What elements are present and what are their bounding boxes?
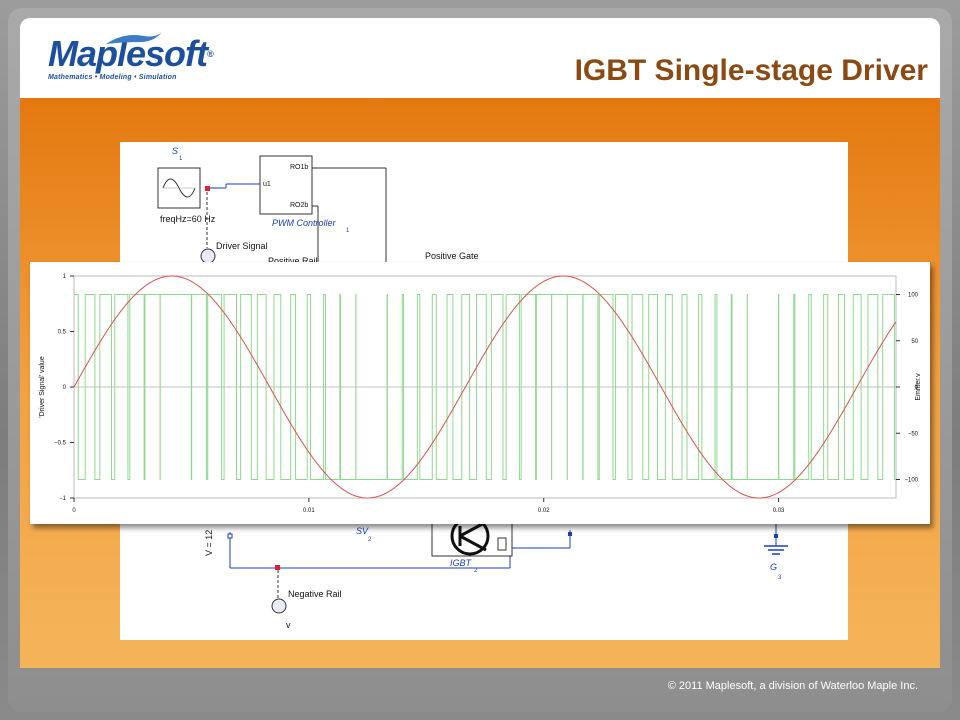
left-tick-label: 0.5 xyxy=(58,330,67,336)
negative-rail-unit: v xyxy=(286,620,291,630)
ground-name: G xyxy=(770,562,777,572)
positive-rail-label: Positive Rail xyxy=(268,256,318,266)
right-tick-label: 0 xyxy=(915,385,919,391)
right-tick-label: 100 xyxy=(908,293,919,299)
left-axis-label: 'Driver Signal' value xyxy=(39,356,46,418)
left-tick-label: 1 xyxy=(63,274,67,280)
signal-plot: 0 0.01 0.02 0.03 −1 −0.5 0 0.5 1 −100 −50 0 50 100 'D… xyxy=(39,274,922,514)
igbt-name: IGBT xyxy=(450,558,473,568)
ground-sub: 3 xyxy=(778,575,782,581)
pwm-out2-label: RO2b xyxy=(290,202,308,209)
maple-leaf-icon xyxy=(106,32,162,44)
driver-signal-probe[interactable] xyxy=(200,248,216,264)
left-tick-label: −1 xyxy=(59,496,67,502)
page-title: IGBT Single-stage Driver xyxy=(574,54,928,87)
positive-gate-label: Positive Gate xyxy=(425,251,479,261)
left-tick-label: 0 xyxy=(63,385,67,391)
pwm-sub: 1 xyxy=(346,228,350,234)
logo-tagline: Mathematics • Modeling • Simulation xyxy=(48,74,177,81)
right-tick-label: −100 xyxy=(904,478,918,484)
igbt-sub: 2 xyxy=(474,568,478,574)
source-param: freqHz=60 Hz xyxy=(160,214,216,224)
negative-rail-label: Negative Rail xyxy=(288,589,342,599)
series-sine-line xyxy=(73,275,897,499)
slide-header xyxy=(20,18,940,98)
pwm-out1-label: RO1b xyxy=(290,164,308,171)
pwm-input-label: u1 xyxy=(263,181,271,188)
pwm-name: PWM Controller xyxy=(272,218,337,228)
driver-signal-label: Driver Signal xyxy=(216,241,268,251)
voltage-source-name: SV xyxy=(356,526,369,536)
x-tick-label: 0.03 xyxy=(773,508,785,514)
series-pwm-line xyxy=(74,294,896,480)
negative-rail-probe[interactable] xyxy=(271,598,287,614)
right-axis-label: Emitter.v xyxy=(915,373,922,401)
voltage-source-value: V = 12 xyxy=(204,530,214,556)
source-name: S xyxy=(172,146,178,156)
source-sub: 1 xyxy=(179,156,183,162)
voltage-source-sub: 2 xyxy=(368,537,372,543)
right-tick-label: 50 xyxy=(911,339,918,345)
copyright-footer: © 2011 Maplesoft, a division of Waterloo… xyxy=(667,680,918,692)
right-tick-label: −50 xyxy=(908,431,919,437)
source-port xyxy=(205,186,210,191)
x-tick-label: 0.01 xyxy=(303,508,315,514)
left-tick-label: −0.5 xyxy=(54,441,67,447)
plot-card: 0 0.01 0.02 0.03 −1 −0.5 0 0.5 1 −100 −50 0 50 100 'D… xyxy=(30,262,930,524)
pwm-controller-block[interactable] xyxy=(259,155,313,215)
x-tick-label: 0.02 xyxy=(538,508,550,514)
x-tick-label: 0 xyxy=(72,508,76,514)
